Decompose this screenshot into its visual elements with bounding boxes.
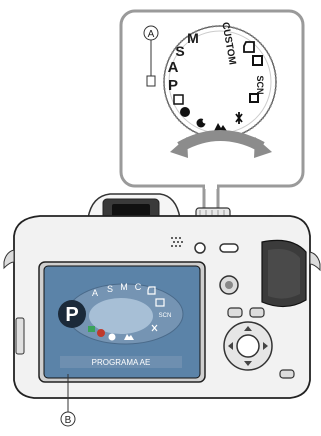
lcd-caption: PROGRAMA AE xyxy=(92,358,151,367)
dial-scn-label: SCN xyxy=(255,75,265,94)
mode-dial[interactable]: M S A P CUSTOM SCN xyxy=(163,21,277,139)
af-ae-lock-button[interactable] xyxy=(227,307,243,318)
dpad-icon[interactable] xyxy=(223,321,273,371)
lcd-mode-c: C xyxy=(135,282,142,292)
lcd-mode-a: A xyxy=(92,288,98,298)
dial-mode-p: P xyxy=(168,77,178,94)
callout-a-label: A xyxy=(148,29,155,40)
lcd-mode-m: M xyxy=(120,282,128,292)
intelligent-auto-icon xyxy=(173,94,184,105)
callout-a: A xyxy=(143,25,159,87)
callout-b-label: B xyxy=(65,415,72,426)
lcd-scn-label: SCN xyxy=(159,313,172,319)
dial-mode-s: S xyxy=(175,43,184,59)
lcd-landscape-icon xyxy=(124,334,134,340)
portrait-icon xyxy=(180,107,190,117)
scene-icon xyxy=(249,93,259,103)
lcd-sports-icon xyxy=(108,333,116,341)
lcd-intelligent-auto-icon xyxy=(88,326,95,332)
callout-b: B xyxy=(60,374,76,427)
fn-button[interactable] xyxy=(249,307,265,318)
lcd-selected-mode-label: P xyxy=(65,304,78,326)
lcd-movie-icon xyxy=(155,298,165,307)
dial-mode-a: A xyxy=(168,59,179,76)
play-button[interactable] xyxy=(194,242,206,254)
lcd-mode-s: S xyxy=(107,284,113,294)
lcd-selected-mode: P xyxy=(58,300,86,328)
display-button[interactable] xyxy=(219,243,239,253)
arrow-icon xyxy=(170,130,272,158)
mode-dial-panel: A M S A P CUSTOM SCN xyxy=(119,9,305,212)
lcd-close-up-icon xyxy=(151,324,158,332)
sports-icon xyxy=(196,118,208,128)
joystick[interactable] xyxy=(219,275,239,295)
close-up-icon xyxy=(235,112,243,124)
delete-button[interactable] xyxy=(279,369,295,379)
dial-mode-m: M xyxy=(187,30,199,46)
movie-icon xyxy=(252,55,263,66)
lcd-mode-menu: P A S M C SCN PROGRAMA AE xyxy=(58,282,184,368)
landscape-icon xyxy=(214,123,227,131)
speaker-grille xyxy=(171,237,183,247)
lcd-custom-icon xyxy=(147,286,156,295)
lcd-caption-bar xyxy=(60,356,182,368)
custom-icon xyxy=(243,41,255,53)
lcd-portrait-icon xyxy=(97,329,105,337)
